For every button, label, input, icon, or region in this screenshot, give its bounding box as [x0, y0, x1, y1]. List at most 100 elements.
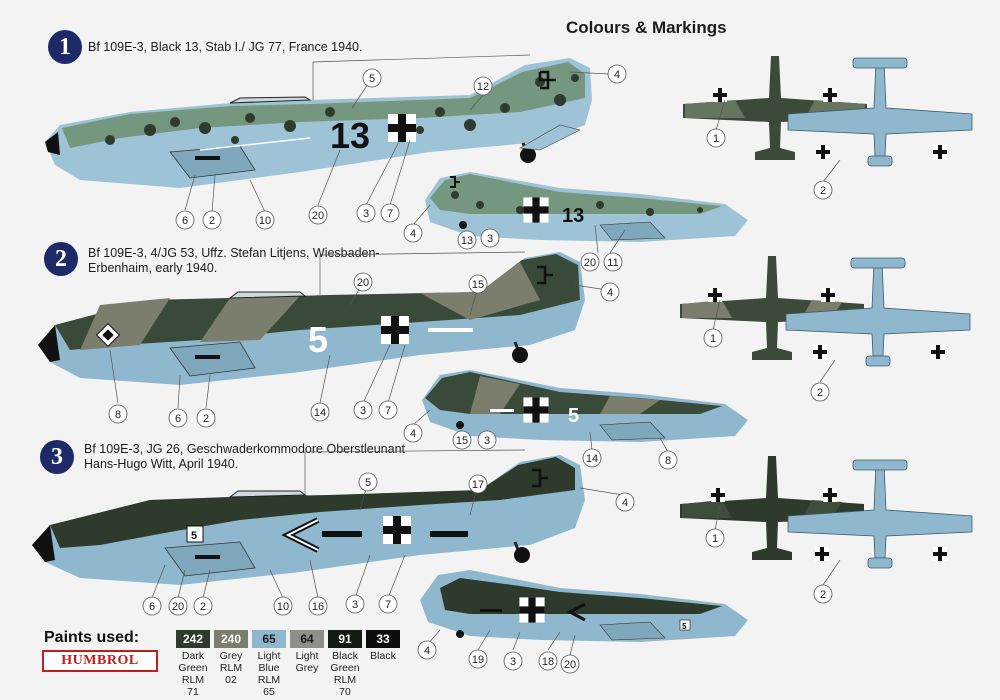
callout: 3 — [352, 599, 358, 611]
profile-2-small-side — [422, 370, 748, 442]
callout: 6 — [149, 601, 155, 613]
paint-swatch: 242 Dark Green RLM 71 — [176, 630, 210, 698]
swatch-line: Green — [330, 662, 360, 674]
swatch-line: Black — [332, 650, 358, 662]
swatch-line: Dark — [181, 650, 205, 662]
caption-line: Bf 109E-3, JG 26, Geschwaderkommodore Ob… — [84, 442, 405, 456]
callout: 4 — [607, 287, 613, 299]
callout: 10 — [259, 215, 271, 227]
callout-numbers: 5 12 4 6 2 10 20 3 7 4 13 3 20 11 1 2 20… — [115, 69, 826, 671]
callout-leaders — [109, 54, 841, 656]
swatch-name: Black Green RLM 70 — [328, 650, 362, 698]
callout: 15 — [472, 279, 484, 291]
callout: 20 — [172, 601, 184, 613]
paint-swatch: 64 Light Grey — [290, 630, 324, 674]
caption-line: Hans-Hugo Witt, April 1940. — [84, 457, 239, 471]
profile-2-caption: Bf 109E-3, 4/JG 53, Uffz. Stefan Litjens… — [88, 246, 380, 276]
callout: 5 — [369, 73, 375, 85]
swatch-line: RLM 70 — [333, 674, 357, 698]
profile-1-caption: Bf 109E-3, Black 13, Stab I./ JG 77, Fra… — [88, 40, 362, 55]
swatch-line: RLM 71 — [181, 674, 205, 698]
callout: 3 — [510, 656, 516, 668]
callout: 2 — [817, 387, 823, 399]
callout: 1 — [710, 333, 716, 345]
swatch-line: RLM 65 — [257, 674, 281, 698]
callout: 16 — [312, 601, 324, 613]
swatch-code: 64 — [290, 630, 324, 648]
callout: 2 — [203, 413, 209, 425]
swatch-code: 91 — [328, 630, 362, 648]
swatch-line: Black — [370, 650, 396, 662]
callout: 2 — [820, 185, 826, 197]
callout-circles — [108, 64, 833, 674]
callout: 1 — [712, 533, 718, 545]
profile-1-small-side — [425, 172, 748, 242]
callout: 7 — [385, 405, 391, 417]
profile-2-code-large: 5 — [308, 319, 328, 360]
swatch-name: Light Blue RLM 65 — [252, 650, 286, 698]
profile-1-plan-views — [683, 56, 973, 167]
profile-1-code-large: 13 — [330, 115, 370, 156]
profile-3-code-small: 5 — [682, 622, 687, 631]
callout: 2 — [820, 589, 826, 601]
callout: 5 — [365, 477, 371, 489]
callout: 7 — [385, 599, 391, 611]
callout: 4 — [424, 645, 430, 657]
callout: 10 — [277, 601, 289, 613]
callout: 20 — [584, 257, 596, 269]
caption-line: Erbenhaim, early 1940. — [88, 261, 218, 275]
callout: 20 — [357, 277, 369, 289]
swatch-line: RLM 02 — [219, 662, 243, 686]
paints-label: Paints used: — [44, 629, 140, 646]
callout: 3 — [360, 405, 366, 417]
callout: 14 — [314, 407, 326, 419]
swatch-name: Grey RLM 02 — [214, 650, 248, 686]
callout: 1 — [713, 133, 719, 145]
profile-2-code-small: 5 — [568, 405, 579, 427]
sheet-title: Colours & Markings — [566, 18, 727, 37]
profile-1-large-side — [45, 58, 592, 188]
callout: 3 — [487, 233, 493, 245]
callout: 17 — [472, 479, 484, 491]
profile-3-number: 3 — [40, 440, 74, 474]
callout: 3 — [363, 208, 369, 220]
callout: 8 — [665, 455, 671, 467]
callout: 20 — [564, 659, 576, 671]
callout: 14 — [586, 453, 598, 465]
paint-swatch: 33 Black — [366, 630, 400, 662]
callout: 13 — [461, 235, 473, 247]
caption-line: Bf 109E-3, 4/JG 53, Uffz. Stefan Litjens… — [88, 246, 380, 260]
profile-3-large-side — [32, 455, 585, 585]
callout: 7 — [387, 208, 393, 220]
swatch-name: Dark Green RLM 71 — [176, 650, 210, 698]
swatch-line: Grey — [219, 650, 243, 662]
profile-3-plan-views — [680, 456, 973, 569]
swatch-line: Blue — [258, 662, 280, 674]
swatch-name: Black — [366, 650, 400, 662]
callout: 4 — [614, 69, 620, 81]
swatch-code: 65 — [252, 630, 286, 648]
callout: 15 — [456, 435, 468, 447]
caption-line: Bf 109E-3, Black 13, Stab I./ JG 77, Fra… — [88, 40, 363, 54]
profile-2-number: 2 — [44, 242, 78, 276]
swatch-line: Light — [295, 650, 319, 662]
swatch-line: Green — [178, 662, 208, 674]
callout: 8 — [115, 409, 121, 421]
callout: 18 — [542, 656, 554, 668]
profile-1-number: 1 — [48, 30, 82, 64]
swatch-line: Light — [257, 650, 281, 662]
callout: 2 — [200, 601, 206, 613]
callout: 4 — [410, 428, 416, 440]
paint-swatch: 91 Black Green RLM 70 — [328, 630, 362, 698]
paint-swatch: 65 Light Blue RLM 65 — [252, 630, 286, 698]
callout: 4 — [410, 228, 416, 240]
callout: 6 — [175, 413, 181, 425]
callout: 19 — [472, 654, 484, 666]
callout: 6 — [182, 215, 188, 227]
swatch-line: Grey — [295, 662, 319, 674]
callout: 3 — [484, 435, 490, 447]
swatch-code: 242 — [176, 630, 210, 648]
callout: 20 — [312, 210, 324, 222]
